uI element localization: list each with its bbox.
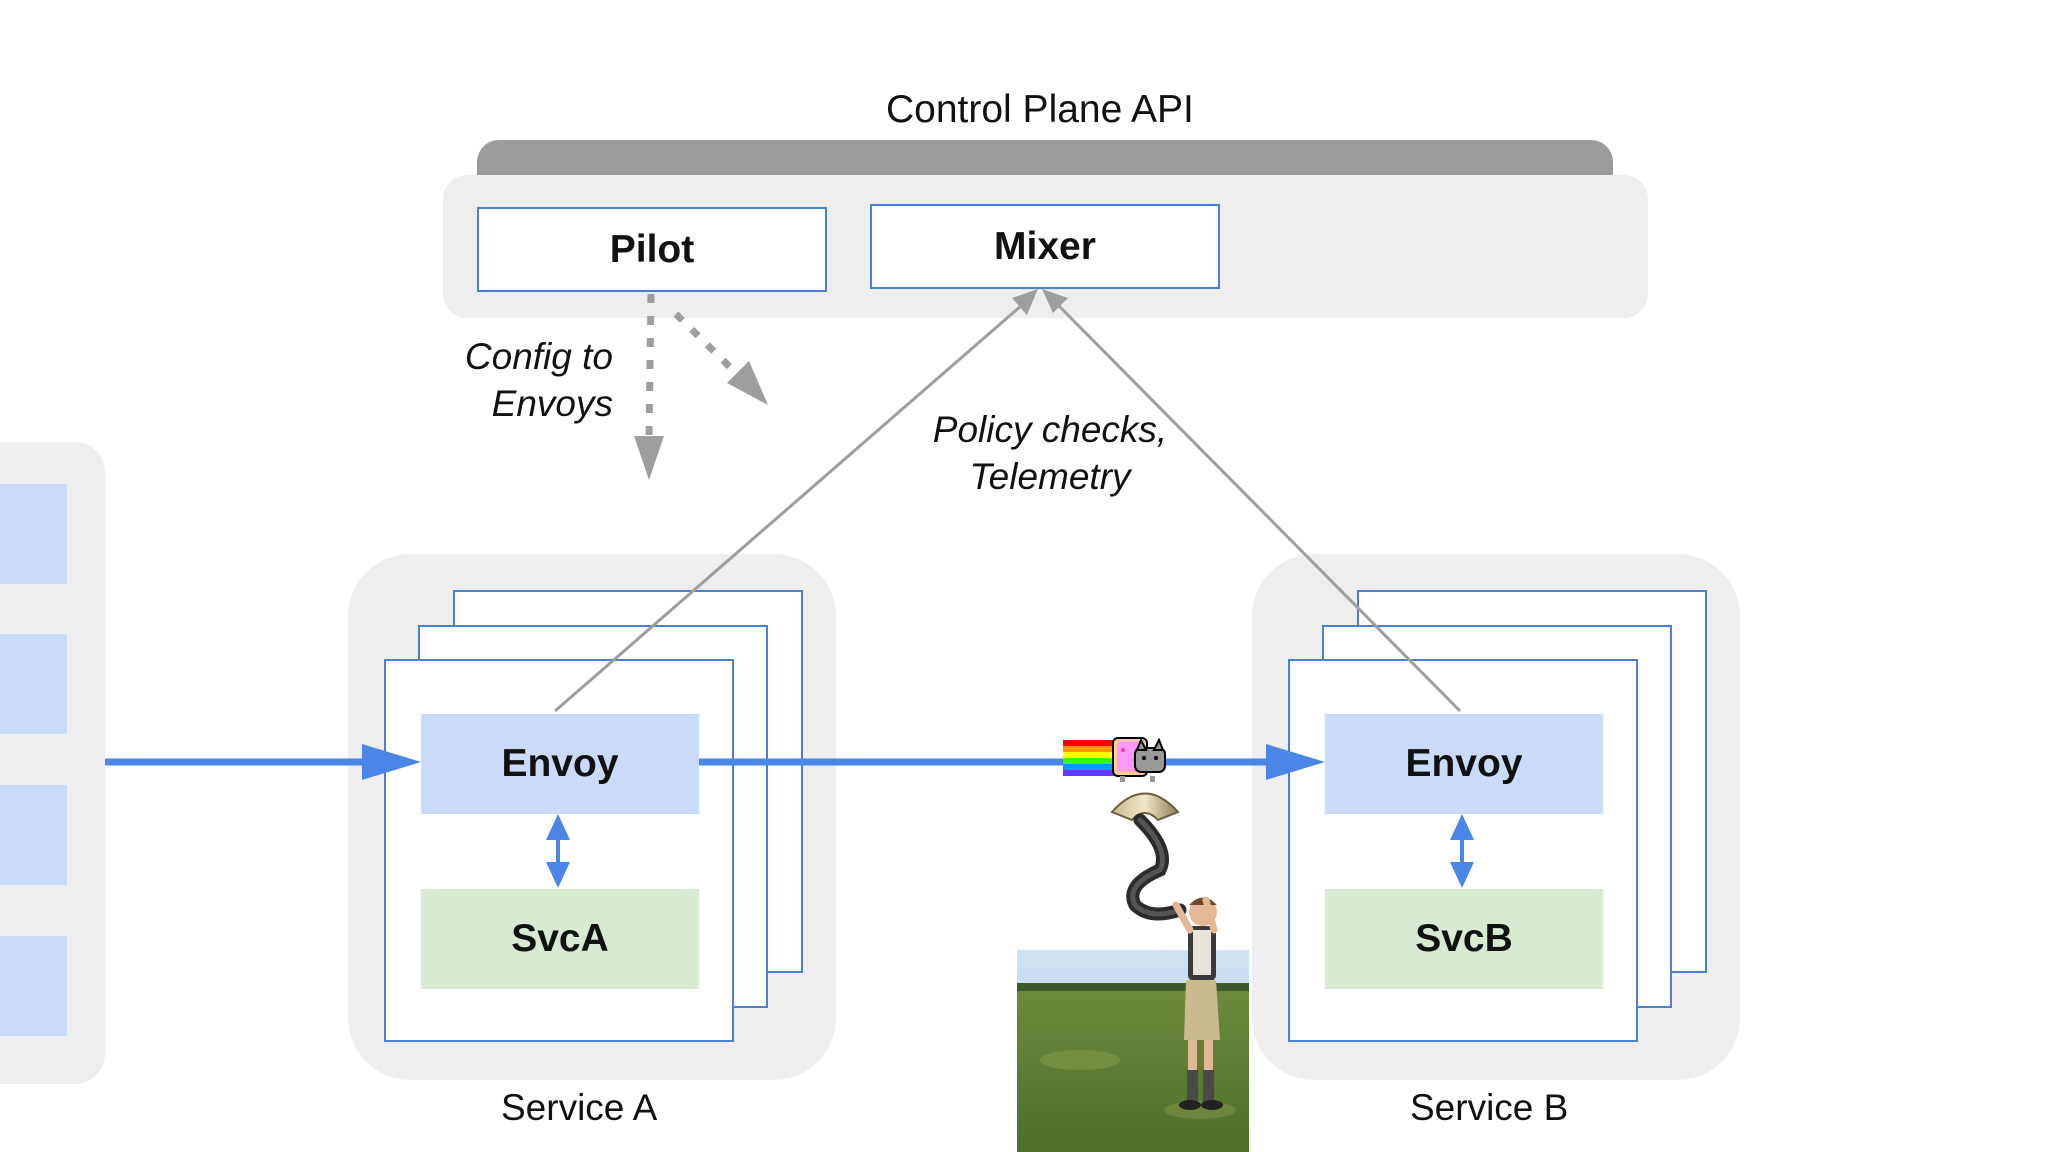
- control-plane-title: Control Plane API: [886, 88, 1194, 131]
- config-arrow-down: [645, 293, 655, 439]
- ingress-traffic-arrowhead: [362, 744, 421, 780]
- telemetry-arrowhead-a: [1012, 289, 1038, 315]
- telemetry-arrowhead-b: [1042, 289, 1068, 313]
- service-b-link-up: [1450, 814, 1474, 840]
- upstream-block: [0, 785, 67, 885]
- upstream-block: [0, 634, 67, 734]
- upstream-block: [0, 484, 67, 584]
- policy-annotation-line2: Telemetry: [969, 456, 1131, 497]
- config-annotation-line2: Envoys: [491, 383, 613, 424]
- service-a-envoy[interactable]: Envoy: [421, 714, 699, 814]
- service-b-svc[interactable]: SvcB: [1325, 889, 1603, 989]
- service-a-link-up: [546, 814, 570, 840]
- config-annotation: Config to Envoys: [400, 333, 613, 427]
- service-b-envoy[interactable]: Envoy: [1325, 714, 1603, 814]
- pilot-box[interactable]: Pilot: [477, 207, 827, 292]
- horn-player-photo: [1017, 792, 1249, 1152]
- policy-annotation-line1: Policy checks,: [932, 409, 1168, 450]
- service-a-caption: Service A: [501, 1087, 658, 1128]
- service-b-link-down: [1450, 862, 1474, 888]
- rainbow-cat-icon: [1063, 737, 1166, 782]
- service-a-link-down: [546, 862, 570, 888]
- telemetry-line-b: [1056, 303, 1462, 713]
- config-annotation-line1: Config to: [464, 336, 613, 377]
- policy-annotation: Policy checks, Telemetry: [900, 406, 1200, 500]
- config-arrowhead-down: [634, 436, 664, 480]
- upstream-block: [0, 936, 67, 1036]
- config-arrowhead-diagonal: [727, 361, 768, 405]
- mesh-traffic-arrowhead: [1266, 744, 1325, 780]
- config-arrow-diagonal: [673, 311, 741, 378]
- telemetry-line-a: [554, 303, 1023, 713]
- service-b-caption: Service B: [1410, 1087, 1569, 1128]
- service-a-svc[interactable]: SvcA: [421, 889, 699, 989]
- mixer-box[interactable]: Mixer: [870, 204, 1220, 289]
